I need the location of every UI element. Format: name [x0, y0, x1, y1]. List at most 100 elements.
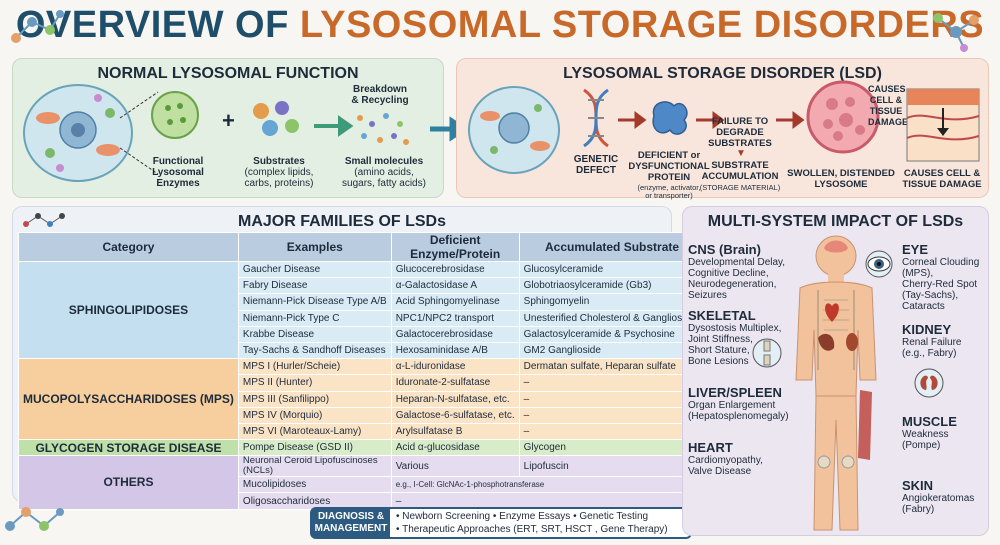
cns-desc3: Neurodegeneration, [688, 279, 777, 290]
human-body-icon [795, 235, 877, 531]
table-row: Tay-Sachs & Sandhoff Diseases Hexosamini… [19, 341, 706, 360]
cell-example: MPS VI (Maroteaux-Lamy) [237, 422, 392, 441]
eye-icon [865, 250, 893, 278]
cns-desc2: Cognitive Decline, [688, 268, 769, 279]
skin-desc1: Angiokeratomas [902, 493, 975, 504]
table-row: Mucolipidoses e.g., I-Cell: GlcNAc-1-pho… [19, 476, 706, 494]
title-part2: LYSOSOMAL STORAGE DISORDERS [299, 4, 985, 46]
skin-title: SKIN [902, 478, 934, 493]
damage-label-1: CAUSES CELL & TISSUE DAMAGE [868, 84, 908, 128]
plus-icon: + [222, 108, 235, 133]
substrates-icon [253, 101, 299, 136]
liver-title: LIVER/SPLEEN [688, 385, 782, 400]
diagnosis-box: DIAGNOSIS & MANAGEMENT • Newborn Screeni… [310, 507, 692, 539]
muscle-desc1: Weakness [902, 429, 949, 440]
cell-substrate: Dermatan sulfate, Heparan sulfate [518, 358, 706, 376]
cell-substrate: Glucosylceramide [518, 260, 706, 279]
cell-substrate: Glycogen [518, 439, 706, 457]
substrates-desc2: carbs, proteins) [244, 178, 314, 189]
deficient-note1: (enzyme, activator, [637, 183, 701, 192]
lsd-cell-icon [468, 86, 560, 174]
cell-example: Niemann-Pick Type C [237, 309, 392, 327]
liver-desc: Organ Enlargement (Hepatosplenomegaly) [688, 400, 789, 422]
accum-line1: SUBSTRATE [711, 160, 769, 171]
cns-desc1: Developmental Delay, [688, 257, 786, 268]
small-desc2: sugars, fatty acids) [342, 178, 426, 189]
failure-line2: DEGRADE [716, 127, 764, 138]
small-title: Small molecules [344, 156, 424, 167]
cns-desc4: Seizures [688, 290, 727, 301]
deficient-protein-label: DEFICIENT or DYSFUNCTIONAL PROTEIN [626, 150, 712, 183]
kidney-desc1: Renal Failure [902, 337, 962, 348]
skeletal-desc3: Short Stature, [688, 345, 750, 356]
lsd-panel-title: LYSOSOMAL STORAGE DISORDER (LSD) [563, 65, 882, 82]
cell-substrate: Sphingomyelin [518, 293, 706, 311]
cell-example: Krabbe Disease [237, 325, 392, 343]
tissue-damage-icon [906, 88, 980, 162]
cell-substrate: Lipofuscin [518, 455, 706, 478]
table-header-row: Category Examples Deficient Enzyme/Prote… [18, 232, 706, 262]
down-arrow-icon: ▼ [736, 148, 746, 159]
accumulation-label: SUBSTRATE ACCUMULATION [700, 160, 780, 182]
small-molecules-label: Small molecules (amino acids, sugars, fa… [336, 156, 432, 189]
skeletal-title: SKELETAL [688, 308, 756, 323]
skeletal-desc4: Bone Lesions [688, 356, 749, 367]
diag-label-line2: MANAGEMENT [314, 523, 388, 534]
cell-substrate: – [518, 390, 706, 408]
damage1-line2: CELL & [869, 95, 903, 105]
header-examples: Examples [237, 232, 392, 262]
skin-desc2: (Fabry) [902, 504, 935, 515]
swollen-line1: SWOLLEN, DISTENDED [787, 168, 895, 179]
eye-desc5: Cataracts [902, 301, 945, 312]
kidney-desc: Renal Failure (e.g., Fabry) [902, 337, 961, 359]
arrow-icon [618, 111, 647, 129]
accum-line2: ACCUMULATION [701, 171, 779, 182]
swollen-line2: LYSOSOME [814, 179, 868, 190]
deficient-note2: or transporter) [645, 191, 693, 200]
table-row: Fabry Disease α-Galactosidase A Globotri… [19, 277, 706, 295]
cell-substrate: Globotriaosylceramide (Gb3) [518, 277, 706, 295]
damage1-line1: CAUSES [868, 84, 906, 94]
cell-enzyme: Arylsulfatase B [390, 422, 520, 441]
lysosome-enzymes-icon [151, 91, 199, 139]
cell-example: Gaucher Disease [237, 260, 392, 279]
cell-example: MPS I (Hurler/Scheie) [237, 358, 392, 376]
joint-icon [752, 338, 782, 368]
cell-enzyme: – [390, 492, 706, 510]
cell-enzyme: Acid α-glucosidase [390, 439, 520, 457]
skin-desc: Angiokeratomas (Fabry) [902, 493, 974, 515]
cell-substrate: Unesterified Cholesterol & Gangliosides [518, 309, 706, 327]
diagnosis-line2: • Therapeutic Approaches (ERT, SRT, HSCT… [396, 524, 668, 535]
table-row: MPS VI (Maroteaux-Lamy) Arylsulfatase B … [19, 422, 706, 441]
table-row: OTHERS Neuronal Ceroid Lipofuscinoses (N… [18, 455, 706, 510]
impact-title: MULTI-SYSTEM IMPACT OF LSDs [707, 213, 964, 230]
table-row: Niemann-Pick Type C NPC1/NPC2 transport … [19, 309, 706, 327]
kidney-desc2: (e.g., Fabry) [902, 348, 957, 359]
liver-desc2: (Hepatosplenomegaly) [688, 411, 789, 422]
failure-line3: SUBSTRATES [708, 138, 772, 149]
kidney-icon [914, 368, 944, 398]
normal-panel-title: NORMAL LYSOSOMAL FUNCTION [97, 65, 359, 82]
category-mps: MUCOPOLYSACCHARIDOSES (MPS) [18, 358, 239, 441]
eye-desc3: Cherry-Red Spot [902, 279, 978, 290]
cell-enzyme: NPC1/NPC2 transport [390, 309, 520, 327]
page-title: OVERVIEW OF LYSOSOMAL STORAGE DISORDERS [0, 4, 1000, 47]
dna-icon [583, 88, 609, 148]
table-row: MPS III (Sanfilippo) Heparan-N-sulfatase… [19, 390, 706, 408]
cell-example: Pompe Disease (GSD II) [237, 439, 392, 457]
heart-title: HEART [688, 440, 733, 455]
cell-enzyme: Iduronate-2-sulfatase [390, 374, 520, 392]
cell-example: Niemann-Pick Disease Type A/B [237, 293, 392, 311]
cell-example: MPS III (Sanfilippo) [237, 390, 392, 408]
substrates-desc1: (complex lipids, [244, 167, 314, 178]
cell-example: MPS II (Hunter) [237, 374, 392, 392]
failure-line1: FAILURE TO [711, 116, 769, 127]
molecule-icon [11, 10, 64, 43]
accumulation-note: (STORAGE MATERIAL) [699, 183, 781, 192]
heart-desc2: Valve Disease [688, 466, 752, 477]
genetic-line1: GENETIC [573, 154, 619, 165]
liver-desc1: Organ Enlargement [688, 400, 776, 411]
cell-enzyme: Acid Sphingomyelinase [390, 293, 520, 311]
category-glycogen: GLYCOGEN STORAGE DISEASE [18, 439, 239, 457]
cell-substrate: – [518, 374, 706, 392]
